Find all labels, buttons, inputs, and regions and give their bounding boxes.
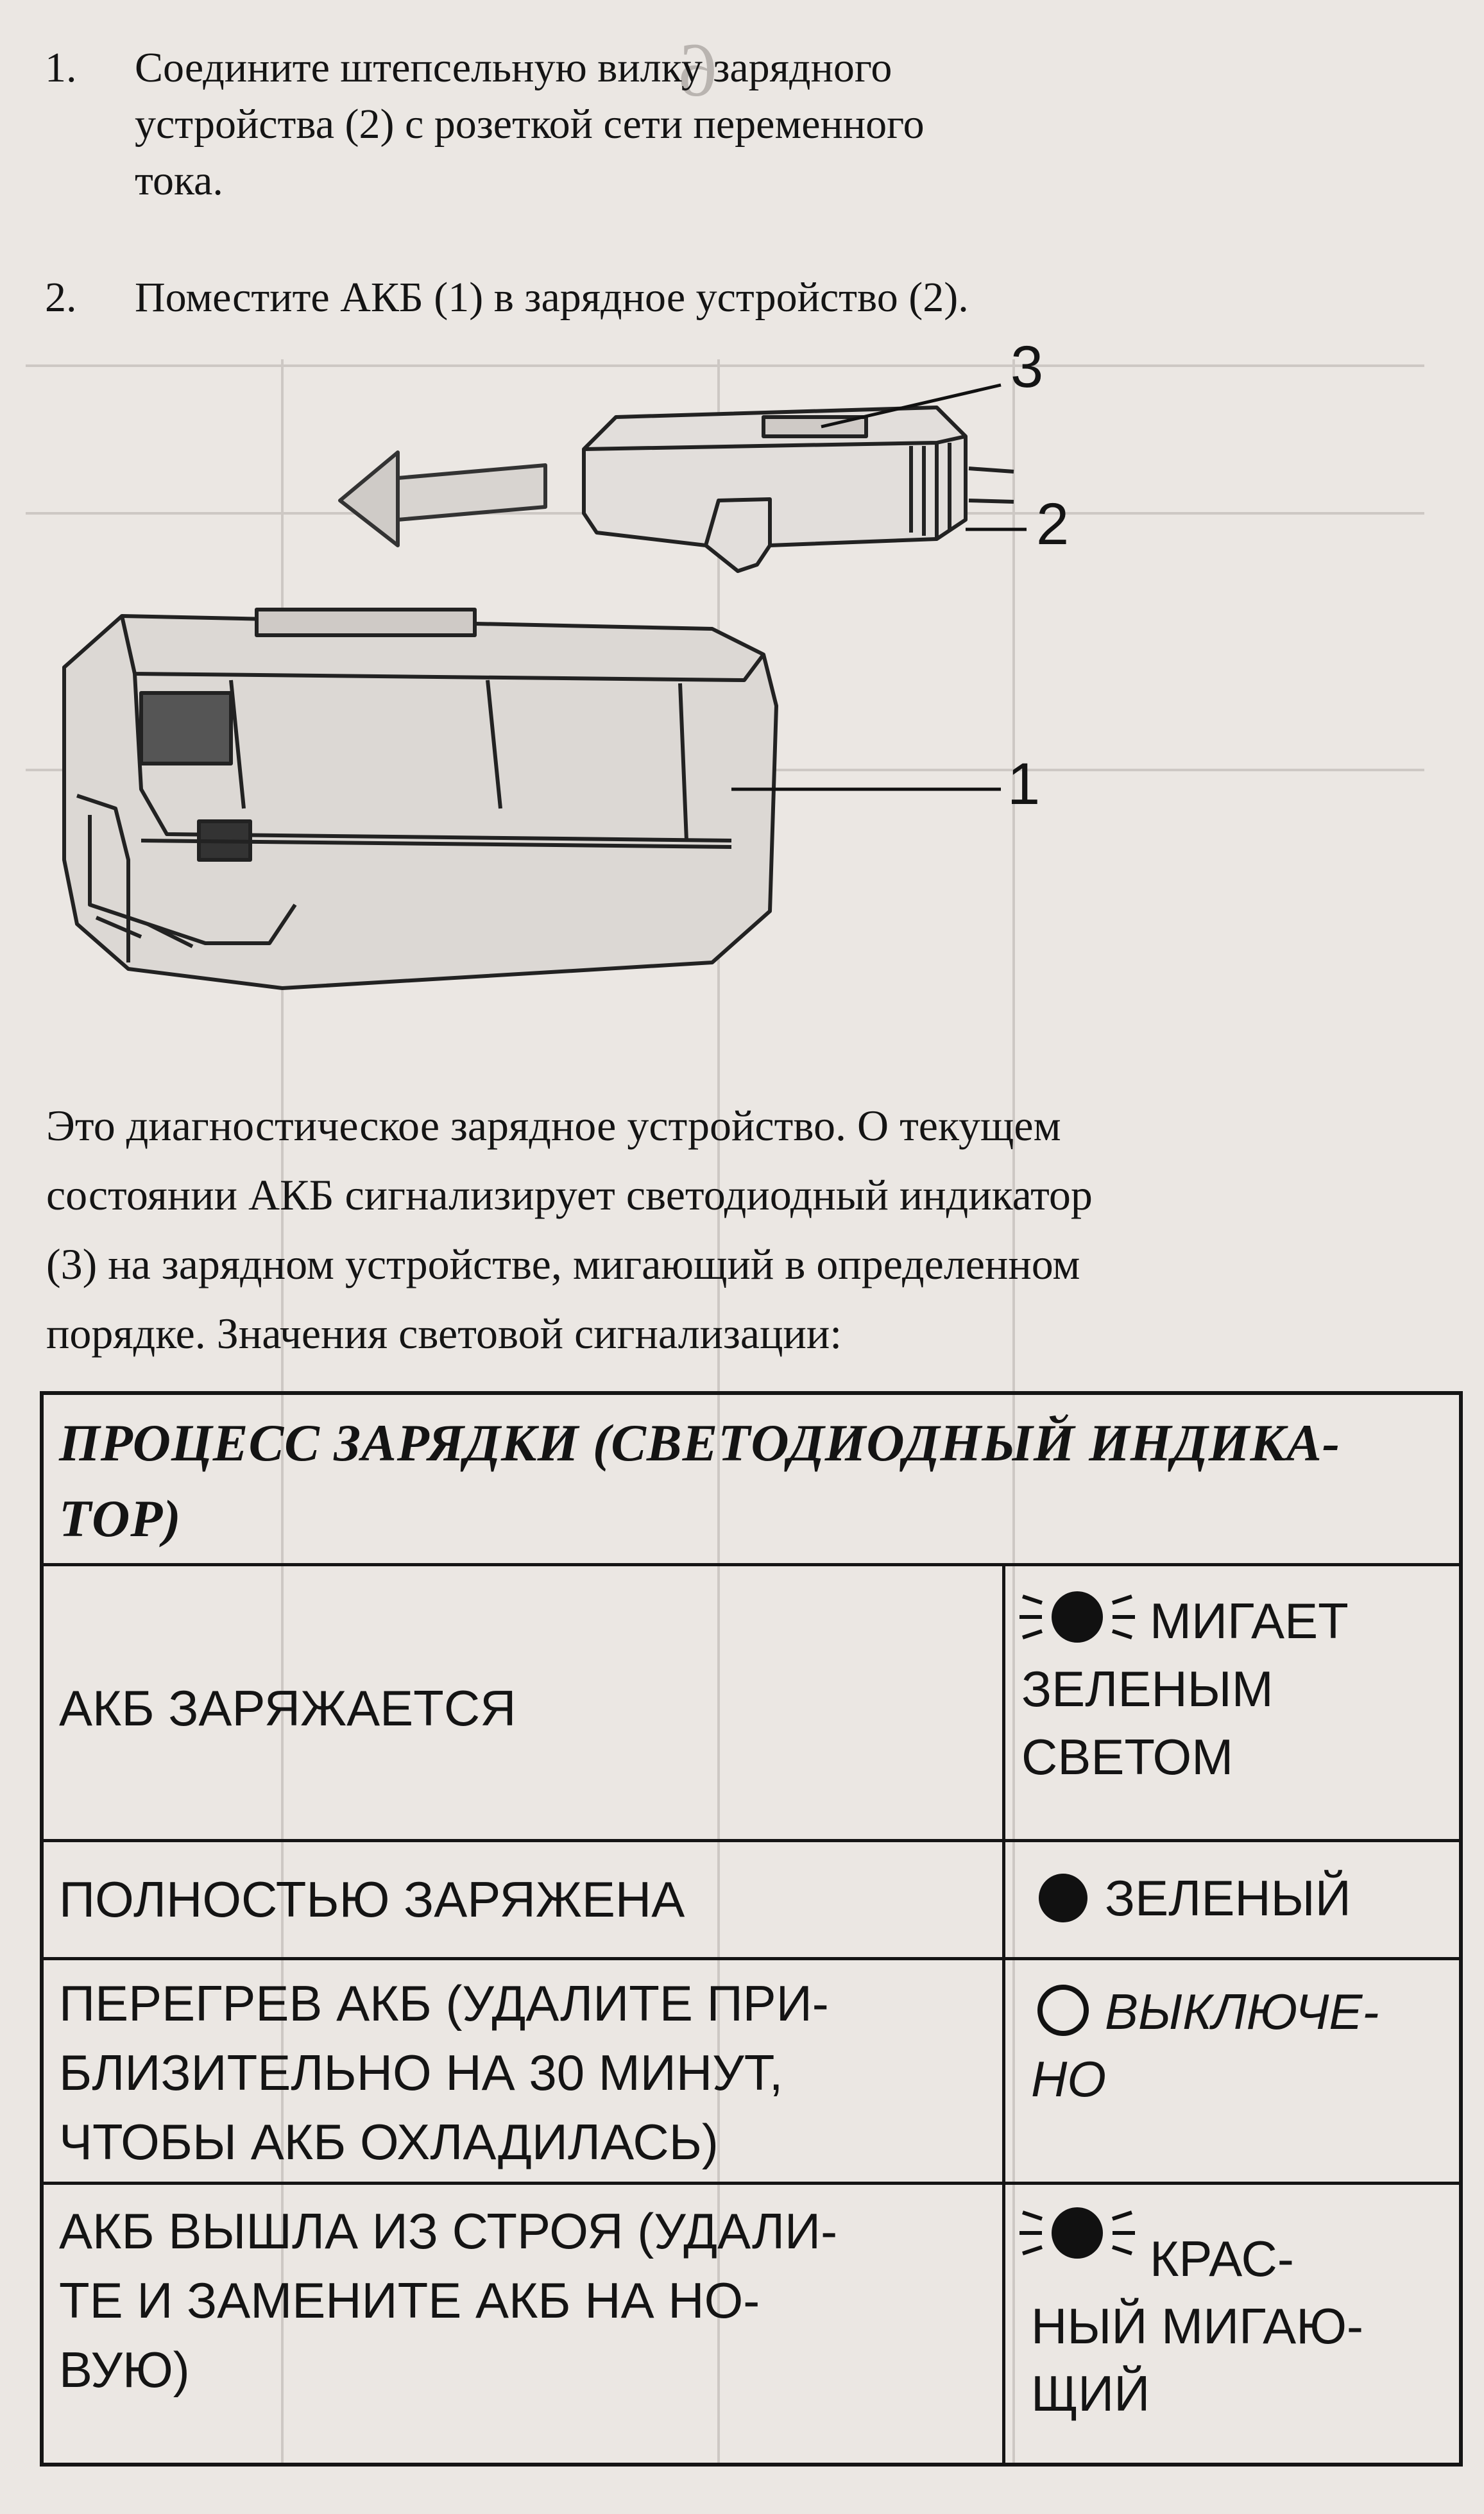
- led-off-icon: [1037, 1985, 1089, 2036]
- indicator-label-line: МИГАЕТ: [1150, 1593, 1349, 1649]
- state-line: ПОЛНОСТЬЮ ЗАРЯЖЕНА: [59, 1871, 685, 1928]
- paragraph-line: Это диагностическое зарядное устройство.…: [46, 1101, 1061, 1150]
- solid-green-led-icon: [1039, 1874, 1087, 1922]
- illustration-drawing: [62, 383, 1027, 990]
- step-text-line: Поместите АКБ (1) в зарядное устройство …: [135, 274, 969, 321]
- charger-drawing: [582, 406, 1014, 573]
- indicator-label-line: ЗЕЛЕНЫЙ: [1105, 1870, 1351, 1926]
- battery-drawing: [62, 608, 778, 990]
- indicator-label-line: ЩИЙ: [1031, 2365, 1150, 2422]
- battery-charger-illustration: 3 2 1: [38, 334, 1450, 1084]
- state-cell-fully-charged: ПОЛНОСТЬЮ ЗАРЯЖЕНА: [59, 1865, 685, 1934]
- header-line: ТОР): [59, 1489, 182, 1548]
- table-border-right: [1459, 1391, 1463, 2467]
- row-divider: [40, 2182, 1463, 2185]
- paragraph-line: (3) на зарядном устройстве, мигающий в о…: [46, 1240, 1080, 1288]
- state-cell-overheat: ПЕРЕГРЕВ АКБ (УДАЛИТЕ ПРИ- БЛИЗИТЕЛЬНО Н…: [59, 1969, 829, 2176]
- state-line: БЛИЗИТЕЛЬНО НА 30 МИНУТ,: [59, 2044, 783, 2101]
- row-divider: [40, 1957, 1463, 1960]
- table-border-top: [40, 1391, 1463, 1395]
- callout-charger-number: 2: [1036, 492, 1070, 557]
- state-cell-battery-failure: АКБ ВЫШЛА ИЗ СТРОЯ (УДАЛИ- ТЕ И ЗАМЕНИТЕ…: [59, 2196, 837, 2404]
- led-status-table: ПРОЦЕСС ЗАРЯДКИ (СВЕТОДИОДНЫЙ ИНДИКА- ТО…: [40, 1391, 1463, 2467]
- indicator-label-line: НО: [1031, 2051, 1106, 2107]
- state-line: АКБ ЗАРЯЖАЕТСЯ: [59, 1680, 516, 1736]
- column-divider: [1002, 1563, 1005, 2467]
- blinking-red-led-icon: [1019, 2207, 1135, 2259]
- step-text-line: тока.: [135, 157, 223, 204]
- step-number: 1.: [45, 44, 77, 91]
- header-line: ПРОЦЕСС ЗАРЯДКИ (СВЕТОДИОДНЫЙ ИНДИКА-: [59, 1414, 1341, 1472]
- paragraph-line: порядке. Значения световой сигнализации:: [46, 1309, 842, 1358]
- state-line: АКБ ВЫШЛА ИЗ СТРОЯ (УДАЛИ-: [59, 2203, 838, 2259]
- state-line: ВУЮ): [59, 2341, 190, 2398]
- indicator-label-line: ЗЕЛЕНЫМ: [1021, 1661, 1274, 1717]
- indicator-label-line: ВЫКЛЮЧЕ-: [1105, 1983, 1379, 2040]
- step-text-line: устройства (2) с розеткой сети переменно…: [135, 101, 925, 148]
- blinking-green-led-icon: [1019, 1591, 1135, 1643]
- callout-battery-number: 1: [1007, 751, 1041, 817]
- indicator-label-line: КРАС-: [1150, 2230, 1294, 2287]
- state-line: ТЕ И ЗАМЕНИТЕ АКБ НА НО-: [59, 2272, 760, 2329]
- direction-arrow-icon: [338, 450, 547, 547]
- state-line: ПЕРЕГРЕВ АКБ (УДАЛИТЕ ПРИ-: [59, 1975, 829, 2031]
- step-number: 2.: [45, 274, 77, 321]
- row-divider: [40, 1563, 1463, 1566]
- row-divider: [40, 1839, 1463, 1842]
- table-header: ПРОЦЕСС ЗАРЯДКИ (СВЕТОДИОДНЫЙ ИНДИКА- ТО…: [59, 1405, 1445, 1557]
- indicator-label-line: НЫЙ МИГАЮ-: [1031, 2298, 1363, 2354]
- intro-paragraph: Это диагностическое зарядное устройство.…: [46, 1091, 1406, 1368]
- table-border-left: [40, 1391, 44, 2467]
- indicator-label-line: СВЕТОМ: [1021, 1729, 1234, 1785]
- step-text-line: Соедините штепсельную вилку зарядного: [135, 44, 892, 91]
- callout-indicator-number: 3: [1011, 334, 1044, 400]
- paragraph-line: состоянии АКБ сигнализирует светодиодный…: [46, 1170, 1093, 1219]
- table-border-bottom: [40, 2463, 1463, 2467]
- state-line: ЧТОБЫ АКБ ОХЛАДИЛАСЬ): [59, 2114, 719, 2170]
- state-cell-charging: АКБ ЗАРЯЖАЕТСЯ: [59, 1673, 516, 1743]
